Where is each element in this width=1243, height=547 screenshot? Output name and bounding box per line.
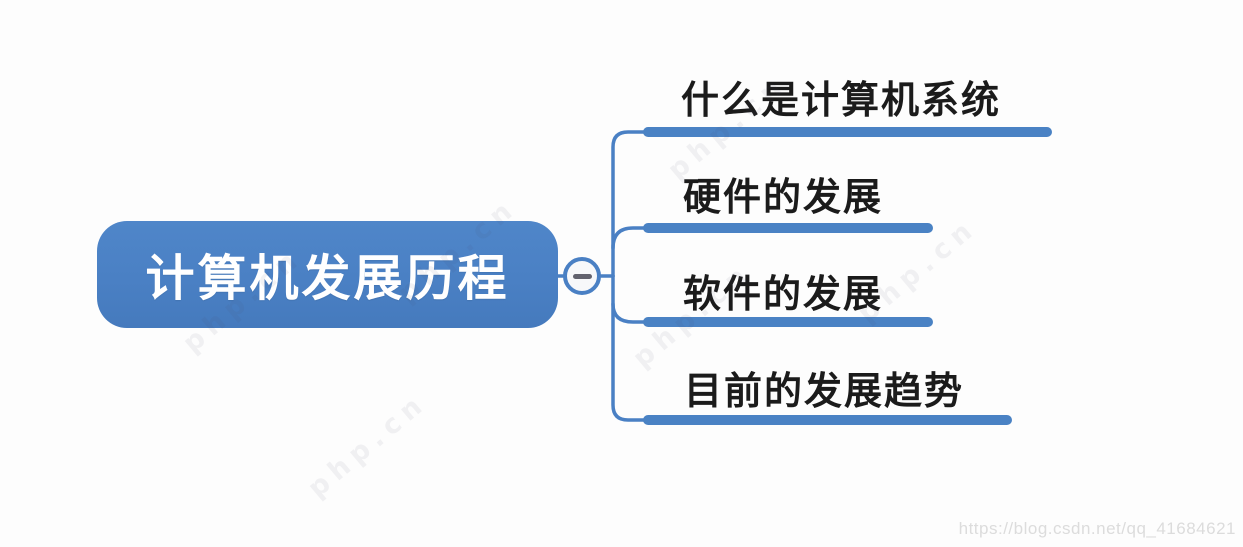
minus-icon [572, 273, 592, 279]
collapse-button[interactable] [563, 257, 601, 295]
branch-underline-3 [643, 317, 933, 327]
connector-branch-1 [611, 130, 652, 278]
branch-underline-2 [643, 223, 933, 233]
branch-topic-3[interactable]: 软件的发展 [683, 272, 884, 316]
root-topic-label: 计算机发展历程 [145, 250, 510, 307]
branch-topic-4[interactable]: 目前的发展趋势 [684, 369, 965, 413]
branch-underline-4 [643, 415, 1012, 425]
csdn-url-watermark: https://blog.csdn.net/qq_41684621 [958, 519, 1236, 538]
root-topic[interactable]: 计算机发展历程 [97, 221, 558, 328]
connector-branch-4 [611, 274, 652, 422]
branch-topic-2[interactable]: 硬件的发展 [683, 175, 884, 219]
connector-branch-2 [611, 226, 652, 250]
branch-underline-1 [643, 127, 1052, 137]
branch-topic-1[interactable]: 什么是计算机系统 [681, 78, 1002, 122]
